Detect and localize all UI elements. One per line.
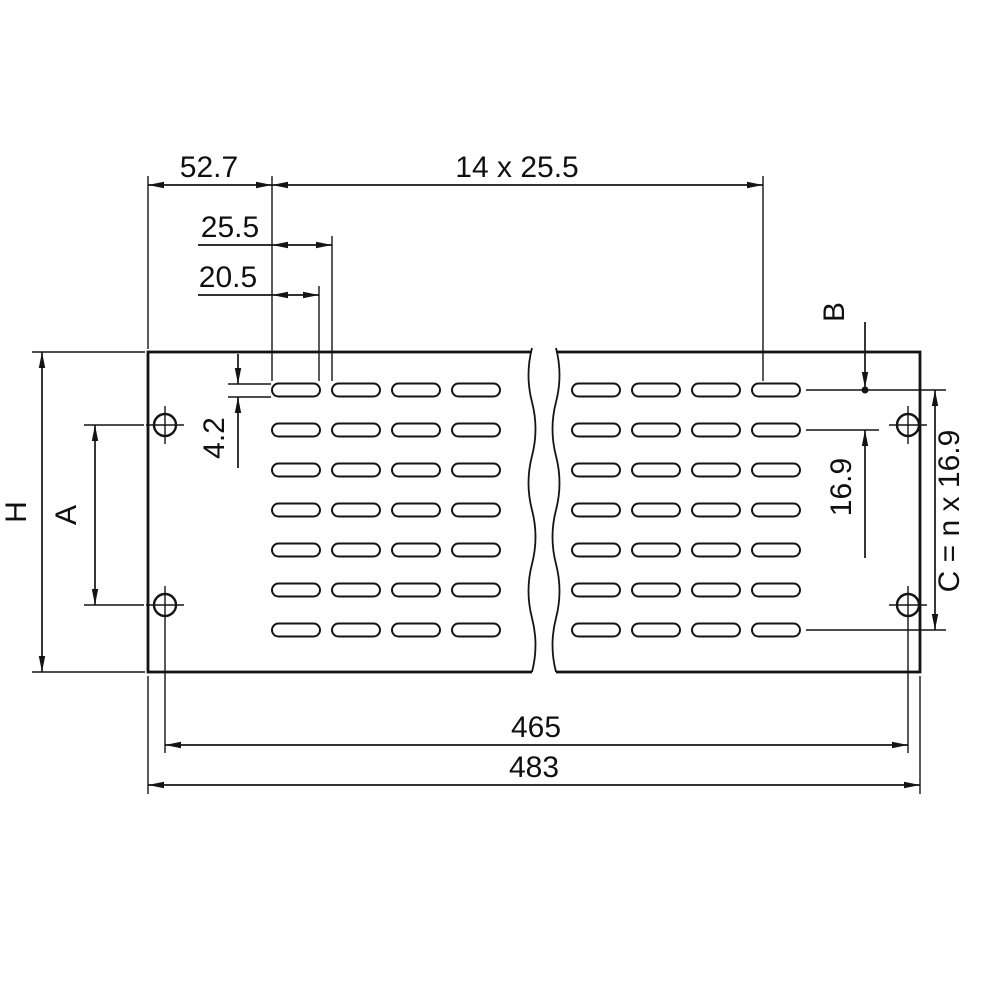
vent-slot xyxy=(271,422,321,438)
vent-slot xyxy=(571,382,621,398)
vent-slot xyxy=(451,582,501,598)
break-line-left xyxy=(527,347,537,673)
dim-label-pitch: 25.5 xyxy=(201,211,259,244)
vent-slot xyxy=(691,422,741,438)
dim-label-slot-pattern: 14 x 25.5 xyxy=(455,151,578,184)
vent-slot xyxy=(631,582,681,598)
vent-slot xyxy=(751,462,801,478)
dimension-lines xyxy=(38,181,939,789)
vent-slot xyxy=(271,382,321,398)
vent-slot xyxy=(451,542,501,558)
vent-slot xyxy=(631,622,681,638)
vent-slot xyxy=(451,382,501,398)
vent-slot xyxy=(751,622,801,638)
vent-slot xyxy=(631,542,681,558)
vent-slot xyxy=(751,542,801,558)
dimension-labels: 52.7 14 x 25.5 25.5 20.5 4.2 B 16.9 C = … xyxy=(0,151,966,784)
vent-slot xyxy=(271,582,321,598)
vent-slot xyxy=(571,422,621,438)
dim-label-panel-width: 483 xyxy=(509,751,559,784)
vent-slot xyxy=(391,542,441,558)
vent-slot xyxy=(751,422,801,438)
vent-slot xyxy=(331,582,381,598)
vent-slot xyxy=(391,462,441,478)
vent-slot xyxy=(391,382,441,398)
vent-slot xyxy=(271,542,321,558)
vent-slot xyxy=(751,582,801,598)
dim-label-c-formula: C = n x 16.9 xyxy=(933,430,966,593)
vent-slot xyxy=(631,422,681,438)
vent-slot xyxy=(391,422,441,438)
mounting-hole-top-left xyxy=(146,406,184,444)
dim-label-row-pitch: 16.9 xyxy=(825,458,858,516)
mounting-hole-bottom-right xyxy=(889,586,927,624)
dim-point-B xyxy=(861,386,869,394)
vent-slot xyxy=(391,582,441,598)
vent-slot xyxy=(451,422,501,438)
vent-slot xyxy=(571,622,621,638)
dim-label-hole-span-vertical: A xyxy=(50,505,83,525)
vent-slot xyxy=(691,502,741,518)
dim-label-slot-height: 4.2 xyxy=(198,417,231,459)
vent-slot xyxy=(691,622,741,638)
vent-slot xyxy=(571,542,621,558)
vent-slot xyxy=(451,502,501,518)
vent-slot xyxy=(751,382,801,398)
vent-slot xyxy=(391,622,441,638)
vent-slot xyxy=(271,502,321,518)
vent-slot xyxy=(571,462,621,478)
vent-slot xyxy=(451,622,501,638)
vent-slot xyxy=(631,502,681,518)
vent-slot xyxy=(691,582,741,598)
extension-lines xyxy=(32,176,946,794)
vent-slot xyxy=(631,462,681,478)
mounting-hole-bottom-left xyxy=(146,586,184,624)
dim-label-panel-height: H xyxy=(0,501,33,523)
vent-slot xyxy=(331,542,381,558)
dim-label-slot-length: 20.5 xyxy=(199,261,257,294)
vent-slot xyxy=(691,542,741,558)
vent-slot-grid xyxy=(271,382,801,638)
vent-slot xyxy=(631,382,681,398)
vent-slot xyxy=(331,462,381,478)
vent-slot xyxy=(691,382,741,398)
dim-label-hole-span-horizontal: 465 xyxy=(511,711,561,744)
vent-slot xyxy=(571,582,621,598)
break-line-right xyxy=(551,347,561,673)
vent-slot xyxy=(691,462,741,478)
vent-slot xyxy=(271,622,321,638)
vent-slot xyxy=(751,502,801,518)
vent-slot xyxy=(331,622,381,638)
vent-slot xyxy=(331,502,381,518)
dim-label-b: B xyxy=(818,302,851,322)
panel-break xyxy=(527,344,561,676)
vent-slot xyxy=(451,462,501,478)
vent-slot xyxy=(331,422,381,438)
dim-label-offset-left: 52.7 xyxy=(180,151,238,184)
vent-slot xyxy=(391,502,441,518)
vent-slot xyxy=(271,462,321,478)
vent-slot xyxy=(331,382,381,398)
mounting-hole-top-right xyxy=(889,406,927,444)
vent-slot xyxy=(571,502,621,518)
